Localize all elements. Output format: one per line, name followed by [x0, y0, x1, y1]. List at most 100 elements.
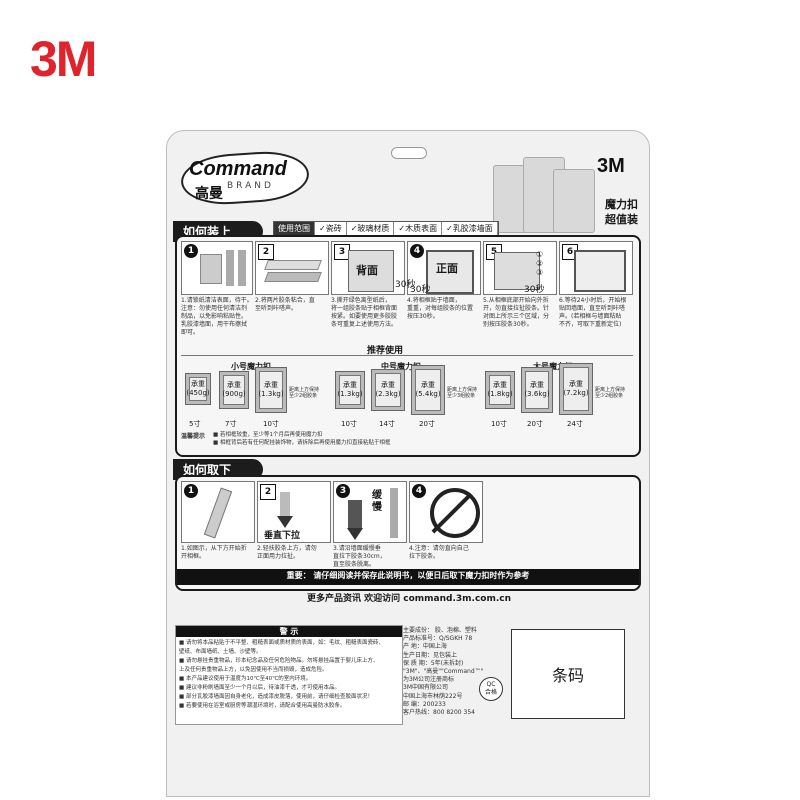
- text-line: 5.从相框底部开始向外拆: [483, 297, 549, 304]
- warning-line: 壁纸、布面墙纸、土墙、沙壁等。: [179, 649, 262, 655]
- barcode-label: 条码: [551, 666, 584, 685]
- warning-line: 上及任何贵重物品上方，以免因使用不当而损毁，造成危险。: [179, 667, 328, 673]
- package-card: Command 高曼 BRAND 3M 魔力扣 超值装 如何装上 使用范围 ✓瓷…: [166, 130, 650, 797]
- text-line: 2.将两片胶条粘合，直: [255, 297, 315, 304]
- combo-line-1: 魔力扣: [605, 198, 638, 211]
- step-number: 2: [258, 244, 274, 260]
- text-line: 重重，对每组胶条的位置: [407, 305, 474, 312]
- spec-line: 为3M公司注册商标: [403, 676, 454, 684]
- install-step-6: 6: [559, 241, 633, 295]
- size-label: 10寸: [341, 420, 357, 428]
- strip-top-icon: [264, 260, 322, 270]
- text-line: 至听到咔嗒声。: [255, 305, 298, 312]
- size-label: 20寸: [419, 420, 435, 428]
- range-head: 使用范围: [274, 222, 315, 235]
- warning-line: ■ 请勿将本品粘贴于不平整、粗糙表面或质材质的表面，如：毛纹、粗糙表面瓷砖、: [179, 640, 384, 646]
- text-line: 3.撕开绿色离型纸后，: [331, 297, 391, 304]
- warning-box: 警 示 ■ 请勿将本品粘贴于不平整、粗糙表面或质材质的表面，如：毛纹、粗糙表面瓷…: [175, 625, 403, 725]
- range-tile: ✓瓷砖: [315, 222, 347, 235]
- remove-step-3: 3 缓慢: [333, 481, 407, 543]
- slow-label: 缓慢: [372, 490, 382, 513]
- warning-line: ■ 若要使用在浴室或厨房等潮湿环境时，请配合使用高曼防水胶条。: [179, 703, 346, 709]
- spec-line: 生产日期：见包装上: [403, 651, 458, 659]
- text-line: 制品，以免影响粘贴性。: [181, 313, 248, 320]
- frame-large-10: 承重(1.8kg): [485, 371, 515, 409]
- strip-icon: [226, 250, 234, 286]
- step-number: 1: [184, 244, 198, 258]
- size-label: 10寸: [491, 420, 507, 428]
- text-line: 按压30秒。: [407, 313, 439, 320]
- text-line: 1.如图示，从下方开始折: [181, 545, 247, 552]
- frame-large-24: 承重(7.2kg): [559, 363, 593, 415]
- frame-back-icon: [348, 250, 394, 292]
- text-line: 开，勿直接拉扯胶条。针: [483, 305, 550, 312]
- step-number: 4: [412, 484, 426, 498]
- install-step-2: 2: [255, 241, 329, 295]
- remove-step-2-text: 2.轻扶胶条上方，请勿 正面用力拉扯。: [257, 545, 331, 561]
- install-step-6-text: 6.等待24小时后，开始根 贴回墙面，直至听到咔嗒 声。(若相框与墙面粘贴 不齐…: [559, 297, 635, 329]
- usage-range: 使用范围 ✓瓷砖 ✓玻璃材质 ✓木质表面 ✓乳胶漆墙面: [273, 221, 499, 236]
- frame-medium-14: 承重(2.3kg): [371, 369, 405, 411]
- spec-line: 主要成份： 胶、泡棉、塑料: [403, 627, 477, 634]
- load-label: 承重(1.3kg): [258, 371, 284, 409]
- strip-icon: [280, 492, 290, 518]
- brand-sub: BRAND: [227, 181, 274, 191]
- frame-front-icon: [426, 250, 474, 294]
- range-wood: ✓木质表面: [394, 222, 443, 235]
- strip-bottom-icon: [264, 272, 322, 282]
- text-line: 4.注意：请勿直向自己: [409, 545, 469, 552]
- press-time: 30秒: [524, 285, 545, 295]
- frame-medium-10: 承重(1.3kg): [335, 371, 365, 409]
- tips-label: 温馨提示: [181, 433, 206, 440]
- brand-cn-name: 高曼: [195, 186, 223, 202]
- text-line: 直至胶条脱离。: [333, 561, 376, 568]
- load-label: 承重(3.6kg): [524, 371, 550, 409]
- warning-line: ■ 部分瓦胶漆墙面因自身老化，造成漆皮脱落，使用前，请仔细检查胶面状况！: [179, 694, 373, 700]
- spec-line: 产品标准号：Q/SGKH 78: [403, 635, 473, 643]
- install-step-4: 4 正面 30秒: [407, 241, 481, 295]
- frame-icon: [494, 252, 540, 290]
- install-step-3: 3 背面: [331, 241, 405, 295]
- step-number: 1: [184, 484, 198, 498]
- load-label: 承重(450g): [186, 377, 210, 401]
- warning-lines: ■ 请勿将本品粘贴于不平整、粗糙表面或质材质的表面，如：毛纹、粗糙表面瓷砖、 壁…: [176, 637, 402, 713]
- install-step-1: 1: [181, 241, 253, 295]
- frame-small-7: 承重(900g): [219, 371, 249, 409]
- combo-label: 魔力扣 超值装: [605, 197, 638, 227]
- install-step-4-text: 4.将相框贴于墙面， 重重，对每组胶条的位置 按压30秒。: [407, 297, 481, 321]
- remove-title: 如何取下: [173, 459, 263, 480]
- text-line: 别按压胶条30秒。: [483, 321, 533, 328]
- prohibited-icon: [430, 488, 480, 538]
- size-label: 14寸: [379, 420, 395, 428]
- text-line: 4.将相框贴于墙面，: [407, 297, 461, 304]
- cloth-icon: [200, 254, 222, 284]
- back-label: 背面: [356, 264, 378, 277]
- spec-line: "3M"、"高曼""Command™": [403, 668, 484, 676]
- text-line: 即可。: [181, 329, 200, 336]
- frame-medium-20: 承重(5.4kg): [411, 365, 445, 415]
- frame-edge-icon: [203, 487, 233, 539]
- range-latex: ✓乳胶漆墙面: [442, 222, 498, 235]
- text-line: 贴回墙面，直至听到咔嗒: [559, 305, 626, 312]
- text-line: 1.请锁纸清洁表面，待干。: [181, 297, 253, 304]
- text-line: 2.轻扶胶条上方，请勿: [257, 545, 317, 552]
- spec-info: 主要成份： 胶、泡棉、塑料 产品标准号：Q/SGKH 78 产 地：中国上海 生…: [403, 627, 507, 717]
- spec-line: 3M中国有限公司: [403, 684, 448, 692]
- frame-small-5: 承重(450g): [185, 373, 211, 405]
- text-line: 直拉下胶条30cm，: [333, 553, 386, 560]
- text-line: 拉下胶条。: [409, 553, 440, 560]
- qc-text: QC: [486, 681, 496, 688]
- more-info-link[interactable]: 更多产品资讯 欢迎访问 command.3m.com.cn: [307, 594, 511, 604]
- important-notice: 重要： 请仔细阅读并保存此说明书，以便日后取下魔力扣时作为参考: [177, 569, 639, 585]
- load-label: 承重(7.2kg): [563, 367, 589, 411]
- qc-badge: QC 合格: [479, 677, 503, 701]
- qc-text: 合格: [484, 689, 497, 696]
- divider: [181, 355, 633, 356]
- frame-large-20: 承重(3.6kg): [521, 367, 553, 413]
- install-step-3-text: 3.撕开绿色离型纸后， 将一组胶条贴于相框背面 按紧。如要使用更多胶胶 条可重复…: [331, 297, 405, 329]
- text-line: 注意：勿使用任何清洁剂: [181, 305, 248, 312]
- install-step-1-text: 1.请锁纸清洁表面，待干。 注意：勿使用任何清洁剂 制品，以免影响粘贴性。 乳胶…: [181, 297, 253, 337]
- remove-panel: 1 2 垂直下拉 3 缓慢 4 1.如图示，从下方开始折 开相框。 2.轻扶胶条…: [175, 475, 641, 591]
- size-label: 7寸: [225, 420, 237, 428]
- remove-step-1: 1: [181, 481, 255, 543]
